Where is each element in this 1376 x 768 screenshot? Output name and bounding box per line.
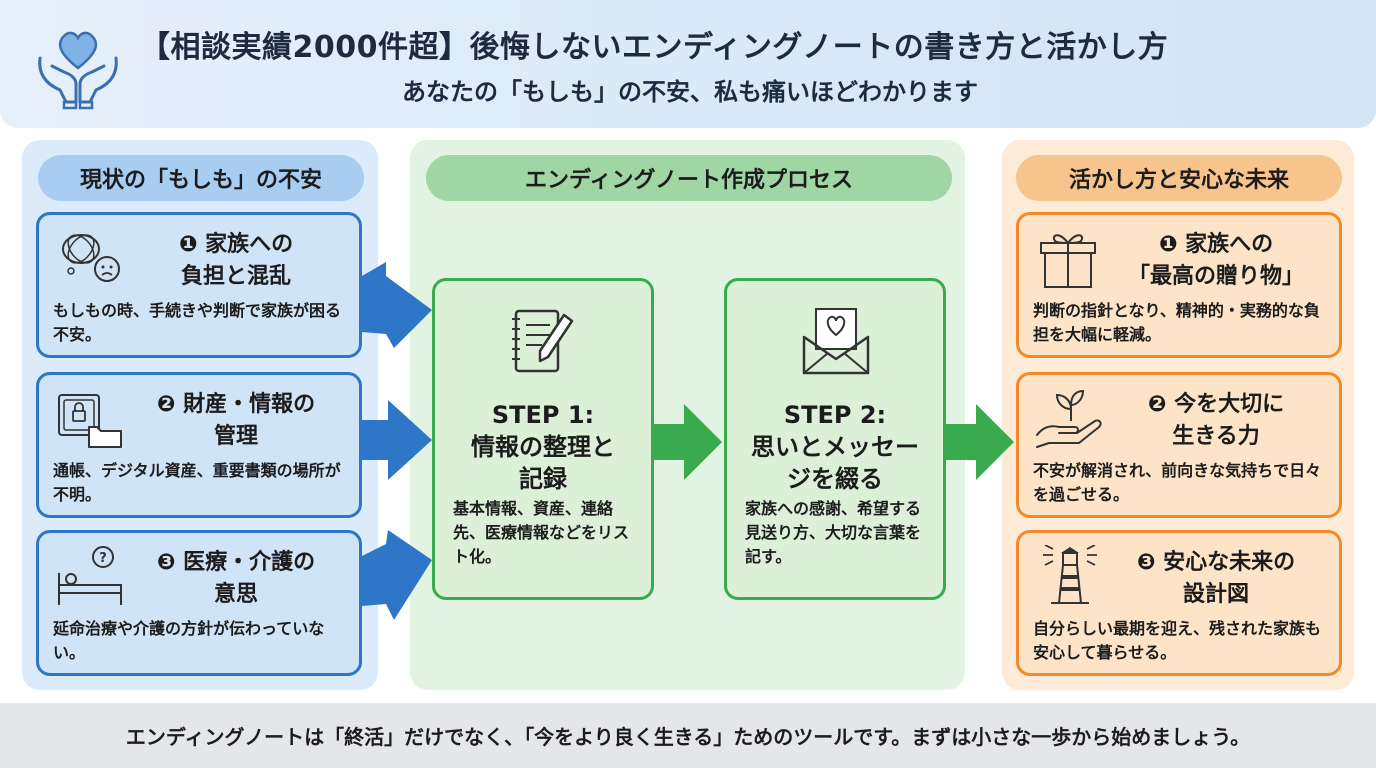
worry-title-line1: ❸ 医療・介護の xyxy=(156,550,316,575)
benefit-title-line2: 設計図 xyxy=(1182,582,1249,607)
page-subtitle: あなたの「もしも」の不安、私も痛いほどわかります xyxy=(402,78,978,106)
hospital-bed-icon: ? xyxy=(58,546,122,605)
benefit-title: ❸ 安心な未来の 設計図 xyxy=(1111,547,1321,611)
safe-folder-icon xyxy=(58,394,122,448)
step-title-line1: STEP 1: xyxy=(491,401,595,429)
benefit-description: 不安が解消され、前向きな気持ちで日々を過ごせる。 xyxy=(1033,461,1322,504)
benefit-title-line1: ❸ 安心な未来の xyxy=(1136,550,1296,575)
worry-title-line2: 意思 xyxy=(213,582,258,607)
step-title-line3: 記録 xyxy=(519,465,567,493)
step-description: 家族への感謝、希望する見送り方、大切な言葉を記す。 xyxy=(745,499,922,566)
sprout-hand-icon xyxy=(1036,389,1102,448)
gift-box-icon xyxy=(1040,234,1096,288)
worry-card-family-burden: ❶ 家族への 負担と混乱 もしもの時、手続きや判断で家族が困る不安。 xyxy=(36,212,362,358)
benefit-title: ❶ 家族への 「最高の贈り物」 xyxy=(1111,229,1321,293)
step-title: STEP 2: 思いとメッセー ジを綴る xyxy=(727,399,943,495)
worry-card-medical-care: ? ❸ 医療・介護の 意思 延命治療や介護の方針が伝わっていない。 xyxy=(36,530,362,676)
footer-message: エンディングノートは「終活」だけでなく、「今をより良く生きる」ためのツールです。… xyxy=(0,703,1376,768)
worry-title-line2: 負担と混乱 xyxy=(180,264,291,289)
benefit-title-line1: ❷ 今を大切に xyxy=(1147,392,1285,417)
benefit-title-line2: 生きる力 xyxy=(1172,424,1260,449)
worry-title: ❶ 家族への 負担と混乱 xyxy=(131,229,341,293)
step-title-line3: ジを綴る xyxy=(787,465,883,493)
worry-title: ❸ 医療・介護の 意思 xyxy=(131,547,341,611)
benefit-title-line1: ❶ 家族への xyxy=(1158,232,1274,257)
step-title-line1: STEP 2: xyxy=(783,401,887,429)
benefit-description: 判断の指針となり、精神的・実務的な負担を大幅に軽減。 xyxy=(1033,301,1320,344)
step-card-1: STEP 1: 情報の整理と 記録 基本情報、資産、連絡先、医療情報などをリスト… xyxy=(432,278,654,600)
worry-description: 延命治療や介護の方針が伝わっていない。 xyxy=(53,619,325,662)
heart-in-hands-icon xyxy=(38,31,118,110)
worry-title-line2: 管理 xyxy=(213,424,258,449)
worried-thoughts-icon xyxy=(62,234,120,282)
benefit-card-live-now: ❷ 今を大切に 生きる力 不安が解消され、前向きな気持ちで日々を過ごせる。 xyxy=(1016,372,1342,518)
worry-card-asset-management: ❷ 財産・情報の 管理 通帳、デジタル資産、重要書類の場所が不明。 xyxy=(36,372,362,518)
svg-text:?: ? xyxy=(99,551,107,566)
column-label-benefits: 活かし方と安心な未来 xyxy=(1016,155,1342,201)
header-banner: 【相談実績2000件超】後悔しないエンディングノートの書き方と活かし方 あなたの… xyxy=(0,0,1376,128)
lighthouse-icon xyxy=(1043,545,1097,604)
benefit-title-line2: 「最高の贈り物」 xyxy=(1127,264,1304,289)
step-title: STEP 1: 情報の整理と 記録 xyxy=(435,399,651,495)
worry-title-line1: ❶ 家族への xyxy=(178,232,294,257)
page-title: 【相談実績2000件超】後悔しないエンディングノートの書き方と活かし方 xyxy=(140,30,1169,65)
worry-title: ❷ 財産・情報の 管理 xyxy=(131,389,341,453)
worry-title-line1: ❷ 財産・情報の xyxy=(156,392,316,417)
step-title-line2: 思いとメッセー xyxy=(751,433,919,461)
step-description: 基本情報、資産、連絡先、医療情報などをリスト化。 xyxy=(453,499,630,566)
column-label-process: エンディングノート作成プロセス xyxy=(426,155,952,201)
worry-description: 通帳、デジタル資産、重要書類の場所が不明。 xyxy=(53,461,341,504)
benefit-card-future-blueprint: ❸ 安心な未来の 設計図 自分らしい最期を迎え、残された家族も安心して暮らせる。 xyxy=(1016,530,1342,676)
column-label-worries: 現状の「もしも」の不安 xyxy=(38,155,364,201)
benefit-title: ❷ 今を大切に 生きる力 xyxy=(1111,389,1321,453)
benefit-card-best-gift: ❶ 家族への 「最高の贈り物」 判断の指針となり、精神的・実務的な負担を大幅に軽… xyxy=(1016,212,1342,358)
step-title-line2: 情報の整理と xyxy=(471,433,615,461)
heart-letter-icon xyxy=(802,308,870,375)
notebook-pen-icon xyxy=(512,309,574,373)
step-card-2: STEP 2: 思いとメッセー ジを綴る 家族への感謝、希望する見送り方、大切な… xyxy=(724,278,946,600)
benefit-description: 自分らしい最期を迎え、残された家族も安心して暮らせる。 xyxy=(1033,619,1322,662)
worry-description: もしもの時、手続きや判断で家族が困る不安。 xyxy=(53,301,342,344)
